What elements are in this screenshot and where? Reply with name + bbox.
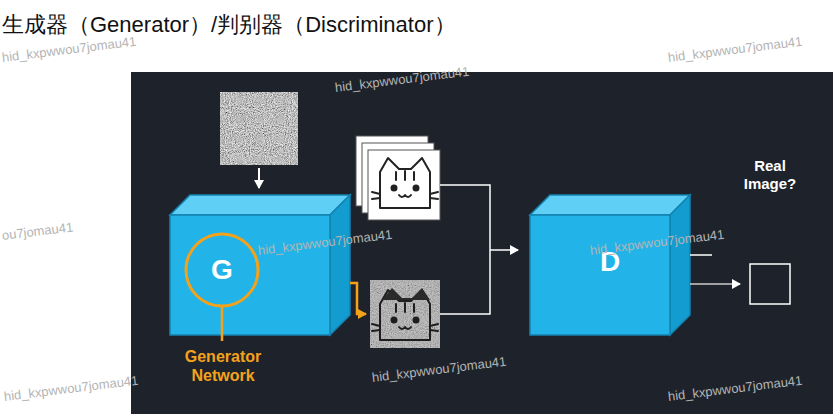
watermark: hid_kxpwwou7jomau41 (3, 373, 139, 404)
fake-feed-line (440, 250, 490, 314)
output-box (750, 264, 790, 304)
watermark: hid_kxpwwou7jomau41 (257, 227, 393, 258)
real-images (356, 136, 440, 220)
node-letter: G (211, 254, 233, 286)
input-arrow (258, 168, 260, 188)
watermark: hid_kxpwwou7jomau41 (667, 34, 803, 65)
watermark: hid_kxpwwou7jomau41 (334, 64, 470, 95)
watermark: hid_kxpwwou7jomau41 (371, 354, 507, 385)
output-label: Real Image? (737, 157, 803, 193)
discriminator-cube (530, 195, 690, 335)
generator-cube (170, 195, 350, 335)
leader-line (221, 306, 224, 341)
focus-circle (186, 234, 258, 306)
discriminator-input-arrow (490, 249, 518, 251)
generated-image (370, 280, 440, 348)
watermark: hid_kxpwwou7jomau41 (1, 34, 137, 65)
discriminator-box: D (530, 215, 670, 335)
real-feed-line (440, 185, 490, 250)
output-tick (690, 254, 712, 256)
watermark: ou7jomau41 (1, 219, 74, 243)
watermark: hid_kxpwwou7jomau41 (667, 373, 803, 404)
noise-image (220, 92, 298, 165)
generator-box: G (170, 215, 330, 335)
watermark: hid_kxpwwou7jomau41 (589, 227, 725, 258)
callout-label: Generator Network (178, 347, 268, 385)
output-arrow (690, 283, 740, 285)
title: 生成器（Generator）/判别器（Discriminator） (2, 10, 456, 40)
generator-output-arrow (350, 283, 366, 314)
